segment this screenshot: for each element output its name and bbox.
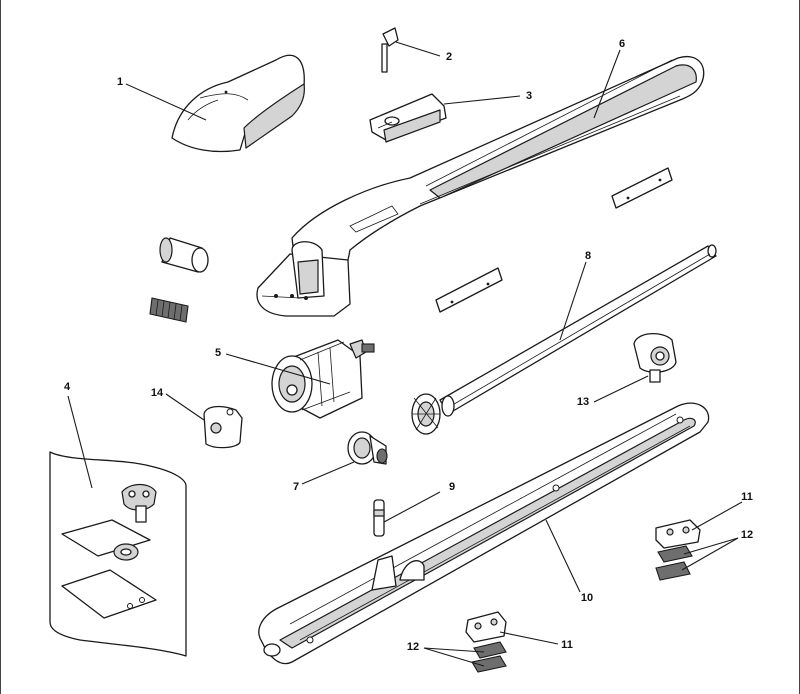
callout-2: 2 bbox=[445, 51, 453, 63]
callout-14: 14 bbox=[150, 387, 164, 399]
mounting-plate-lower bbox=[435, 267, 503, 313]
callout-8: 8 bbox=[584, 250, 592, 262]
callout-4: 4 bbox=[63, 381, 71, 393]
leader-lines bbox=[67, 41, 743, 667]
callout-6: 6 bbox=[618, 38, 626, 50]
terminal-block bbox=[149, 297, 189, 323]
part-12-pads-lower bbox=[471, 641, 507, 673]
mounting-plate-upper bbox=[611, 167, 673, 209]
callout-11-upper: 11 bbox=[741, 491, 753, 503]
callout-9: 9 bbox=[448, 481, 456, 493]
callout-11-lower: 11 bbox=[561, 639, 573, 651]
callout-12-lower: 12 bbox=[406, 641, 420, 653]
callout-12-upper: 12 bbox=[740, 529, 754, 541]
part-4-mounting-kit bbox=[49, 451, 187, 657]
part-7-pinion-gear bbox=[347, 431, 388, 465]
callout-7: 7 bbox=[292, 481, 300, 493]
part-2-release-key bbox=[381, 27, 399, 73]
part-14-limit-switch bbox=[203, 405, 243, 449]
part-13-nut-bracket bbox=[633, 333, 677, 383]
part-11-bracket-upper bbox=[655, 519, 701, 549]
part-10-lower-cover bbox=[258, 402, 710, 665]
part-9-pin bbox=[373, 499, 385, 537]
part-6-motor-housing bbox=[256, 56, 705, 317]
part-12-pads-upper bbox=[655, 545, 693, 581]
callout-13: 13 bbox=[576, 396, 590, 408]
part-1-end-cap bbox=[171, 54, 305, 153]
part-11-bracket-lower bbox=[465, 611, 507, 643]
part-3-release-lock bbox=[369, 93, 447, 143]
part-5-gear-motor bbox=[271, 339, 375, 419]
capacitor bbox=[159, 237, 209, 273]
callout-1: 1 bbox=[116, 76, 124, 88]
callout-10: 10 bbox=[580, 592, 594, 604]
callout-3: 3 bbox=[525, 90, 533, 102]
part-8-worm-screw bbox=[411, 244, 717, 435]
callout-5: 5 bbox=[214, 347, 222, 359]
